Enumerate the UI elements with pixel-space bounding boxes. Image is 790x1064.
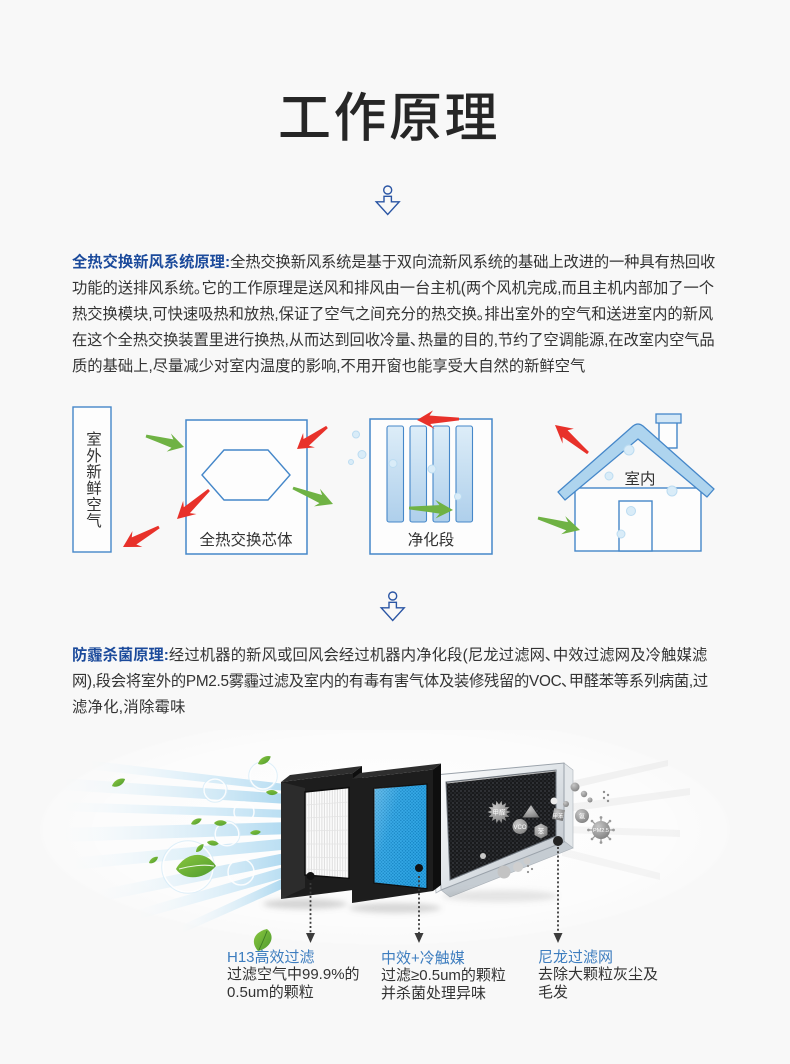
svg-text:甲醛: 甲醛: [493, 808, 507, 817]
svg-text:PM2.5: PM2.5: [593, 828, 609, 834]
svg-text:氨: 氨: [579, 813, 585, 821]
svg-text:甲苯: 甲苯: [552, 812, 564, 820]
svg-text:净化段: 净化段: [408, 531, 455, 549]
svg-text:室内: 室内: [624, 470, 655, 488]
svg-text:苯: 苯: [538, 827, 545, 836]
svg-text:VCO: VCO: [513, 825, 526, 831]
svg-text:全热交换芯体: 全热交换芯体: [199, 531, 293, 549]
